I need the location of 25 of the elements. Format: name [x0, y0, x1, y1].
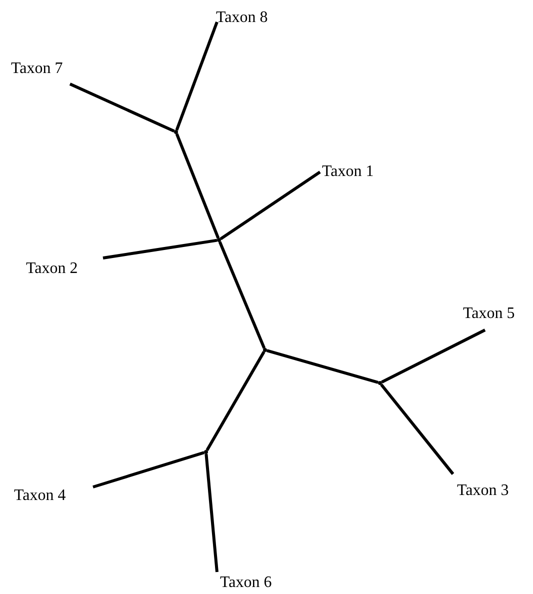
- branch-junction: [217, 238, 221, 242]
- tree-branch: [102, 238, 218, 260]
- taxon-label: Taxon 6: [220, 574, 272, 592]
- branch-junction: [263, 348, 267, 352]
- tree-branch: [69, 82, 175, 133]
- taxon-label: Taxon 1: [322, 163, 374, 181]
- branch-junction: [174, 130, 178, 134]
- taxon-label: Taxon 5: [463, 305, 515, 323]
- tree-branch: [380, 384, 454, 475]
- taxon-label: Taxon 3: [457, 482, 509, 500]
- tree-branch: [175, 21, 218, 131]
- tree-branch: [204, 454, 218, 572]
- branch-junction: [378, 381, 382, 385]
- tree-branch: [206, 350, 266, 452]
- tree-branch: [381, 328, 486, 384]
- tree-branch: [220, 170, 321, 240]
- branch-junction: [204, 450, 208, 454]
- tree-branch: [92, 451, 205, 488]
- taxon-label: Taxon 8: [216, 9, 268, 27]
- taxon-label: Taxon 2: [26, 260, 78, 278]
- tree-branch: [218, 241, 266, 349]
- taxon-label: Taxon 7: [11, 60, 63, 78]
- taxon-label: Taxon 4: [14, 487, 66, 505]
- tree-branch: [266, 349, 378, 384]
- tree-branch: [175, 133, 220, 239]
